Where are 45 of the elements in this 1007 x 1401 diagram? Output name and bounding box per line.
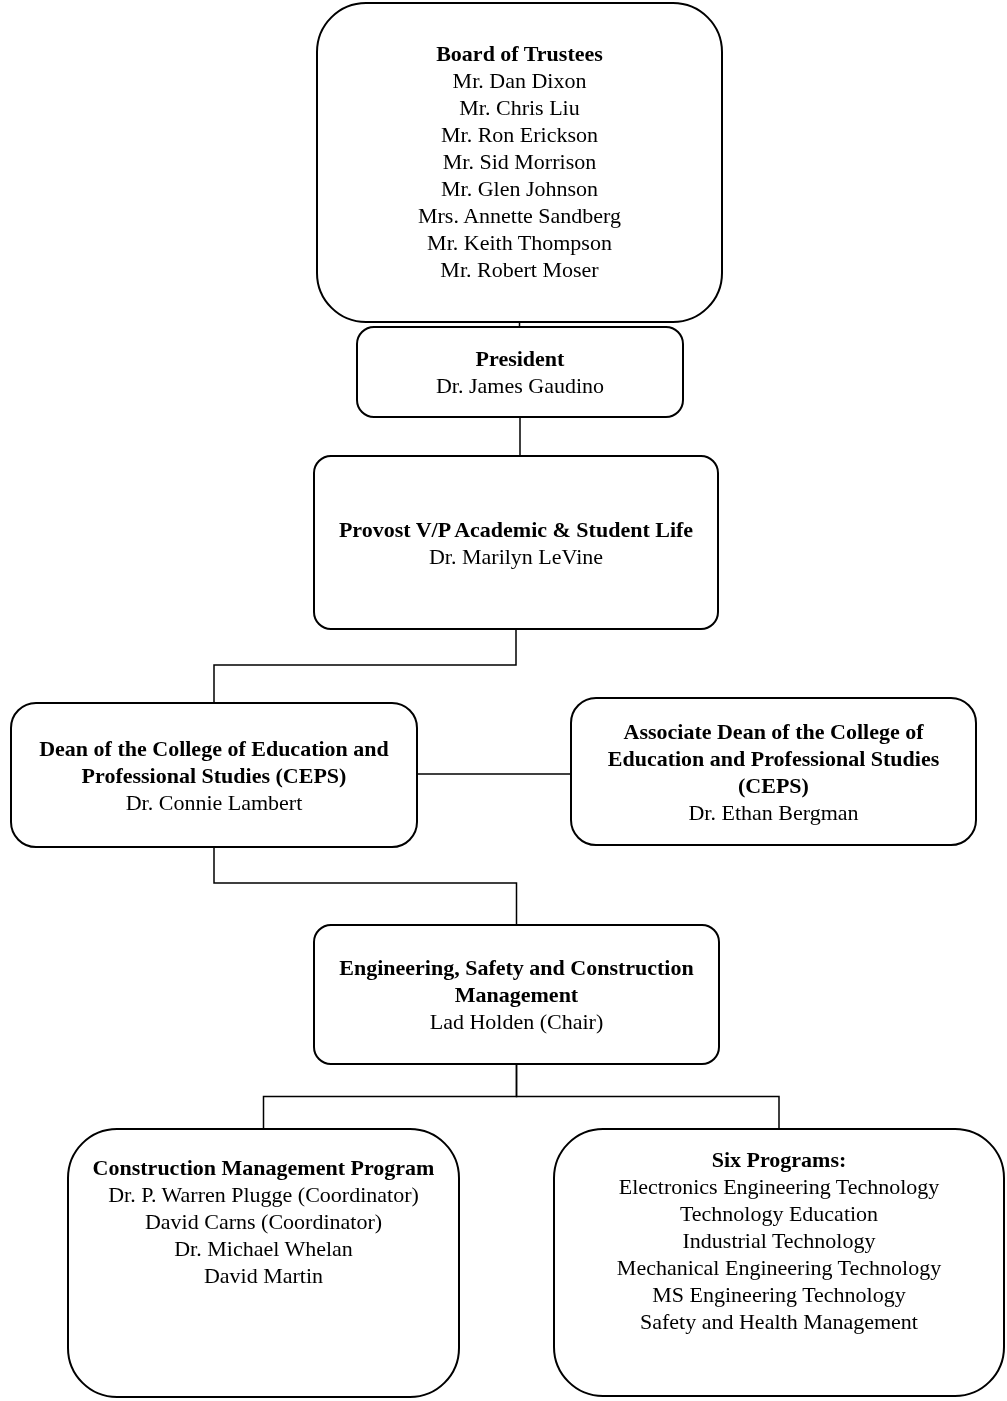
- connector-line: [213, 847, 518, 925]
- box-text: Mr. Glen Johnson: [440, 175, 599, 202]
- connector-line: [518, 322, 521, 327]
- box-text: Mr. Keith Thompson: [427, 229, 612, 256]
- org-box: [10, 702, 418, 848]
- box-heading: Provost V/P Academic & Student Life: [338, 515, 694, 543]
- box-text: Electronics Engineering Technology: [618, 1173, 940, 1200]
- box-text: Mr. Sid Morrison: [442, 148, 597, 175]
- box-text: Lad Holden (Chair): [429, 1008, 604, 1035]
- org-box: [570, 697, 977, 846]
- connector-line: [417, 773, 571, 775]
- box-text: Dr. P. Warren Plugge (Coordinator): [108, 1181, 419, 1208]
- box-heading: Associate Dean of the College of Education and Professional Studies (CEPS): [606, 717, 941, 799]
- box-text: Dr. Ethan Bergman: [688, 798, 859, 826]
- box-heading: Six Programs:: [711, 1146, 847, 1173]
- org-box: [553, 1128, 1005, 1397]
- box-text: Industrial Technology: [682, 1227, 876, 1254]
- box-text: David Carns (Coordinator): [144, 1208, 383, 1235]
- box-heading: Construction Management Program: [92, 1154, 435, 1181]
- box-heading: Board of Trustees: [436, 40, 603, 67]
- box-text: Safety and Health Management: [640, 1308, 918, 1335]
- box-text: Mr. Dan Dixon: [452, 67, 587, 94]
- org-box: [313, 924, 720, 1065]
- box-text: Mr. Chris Liu: [459, 94, 580, 121]
- box-text: Mr. Ron Erickson: [440, 121, 599, 148]
- box-text: Dr. Marilyn LeVine: [429, 542, 603, 570]
- box-text: Mechanical Engineering Technology: [616, 1254, 942, 1281]
- box-text: David Martin: [203, 1262, 324, 1289]
- connector-line: [519, 417, 521, 456]
- box-text: MS Engineering Technology: [652, 1281, 906, 1308]
- box-text: Dr. James Gaudino: [436, 372, 604, 399]
- connector-line: [213, 629, 517, 703]
- box-text: Mr. Robert Moser: [440, 256, 599, 283]
- org-box: [67, 1128, 460, 1398]
- org-box: [356, 326, 684, 418]
- org-box: [316, 2, 723, 323]
- box-heading: President: [475, 345, 565, 372]
- box-text: Dr. Michael Whelan: [174, 1235, 353, 1262]
- box-heading: Dean of the College of Education and Professional Studies (CEPS): [38, 734, 390, 789]
- box-heading: Engineering, Safety and Construction Management: [338, 954, 695, 1008]
- box-text: Technology Education: [679, 1200, 879, 1227]
- connector-line: [515, 1064, 780, 1129]
- box-text: Dr. Connie Lambert: [125, 788, 303, 816]
- org-box: [313, 455, 719, 630]
- box-text: Mrs. Annette Sandberg: [417, 202, 622, 229]
